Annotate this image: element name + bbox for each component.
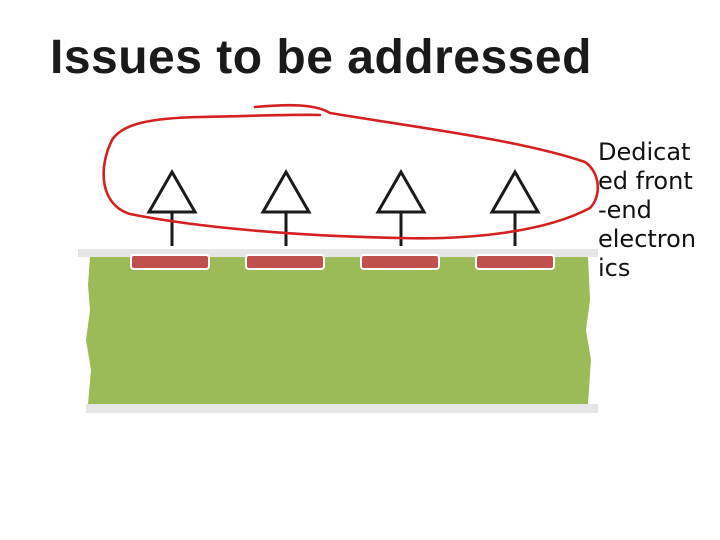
amplifier-2: [260, 168, 312, 246]
readout-pad-icon: [475, 254, 555, 270]
label-line: electron: [598, 225, 697, 253]
readout-pad-icon: [245, 254, 325, 270]
readout-pads: [130, 254, 555, 270]
amplifier-1: [146, 168, 198, 246]
amplifier-triangle-icon: [375, 168, 427, 214]
amplifier-triangle-icon: [260, 168, 312, 214]
readout-pad-icon: [360, 254, 440, 270]
slide-title: Issues to be addressed: [50, 31, 592, 84]
label-line: -end: [598, 196, 652, 224]
bottom-layer: [86, 404, 598, 413]
label-line: ics: [598, 254, 631, 282]
label-line: Dedicat: [598, 138, 691, 166]
top-layer: [78, 249, 598, 257]
sensor-substrate: [86, 257, 591, 404]
front-end-label: Dedicat ed front -end electron ics: [598, 138, 718, 283]
label-line: ed front: [598, 167, 693, 195]
amplifier-4: [489, 168, 541, 246]
amplifier-triangle-icon: [146, 168, 198, 214]
highlight-ellipse-icon: [102, 103, 599, 240]
amplifier-triangle-icon: [489, 168, 541, 214]
readout-pad-icon: [130, 254, 210, 270]
amplifiers: [146, 168, 541, 246]
amplifier-3: [375, 168, 427, 246]
